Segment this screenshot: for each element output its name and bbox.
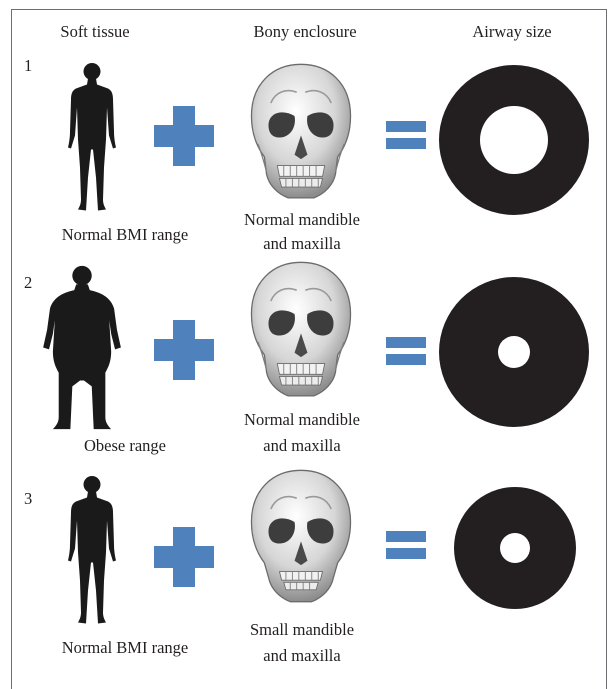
- airway-ring-icon: [438, 276, 590, 428]
- airway-ring-icon: [438, 64, 590, 216]
- plus-icon: [154, 527, 214, 587]
- equals-icon: [386, 120, 426, 150]
- row3-bone-label-line1: Small mandible: [250, 620, 354, 640]
- equals-icon: [386, 336, 426, 366]
- row-number-3: 3: [24, 489, 32, 509]
- row3-bone-label-line2: and maxilla: [263, 646, 340, 666]
- header-bony-enclosure: Bony enclosure: [253, 22, 356, 42]
- obese-human-silhouette-icon: [42, 262, 124, 432]
- row1-tissue-label: Normal BMI range: [62, 225, 188, 245]
- skull-icon: [246, 60, 356, 200]
- equals-icon: [386, 530, 426, 560]
- row2-bone-label-line1: Normal mandible: [244, 410, 360, 430]
- human-silhouette-icon: [62, 52, 122, 222]
- header-airway-size: Airway size: [472, 22, 551, 42]
- human-silhouette-icon: [62, 470, 122, 630]
- row3-tissue-label: Normal BMI range: [62, 638, 188, 658]
- row-number-1: 1: [24, 56, 32, 76]
- plus-icon: [154, 106, 214, 166]
- plus-icon: [154, 320, 214, 380]
- row2-tissue-label: Obese range: [84, 436, 166, 456]
- row1-bone-label-line1: Normal mandible: [244, 210, 360, 230]
- skull-icon: [246, 466, 356, 606]
- row-number-2: 2: [24, 273, 32, 293]
- row2-bone-label-line2: and maxilla: [263, 436, 340, 456]
- airway-ring-icon: [453, 486, 577, 610]
- row1-bone-label-line2: and maxilla: [263, 234, 340, 254]
- header-soft-tissue: Soft tissue: [60, 22, 129, 42]
- skull-icon: [246, 258, 356, 398]
